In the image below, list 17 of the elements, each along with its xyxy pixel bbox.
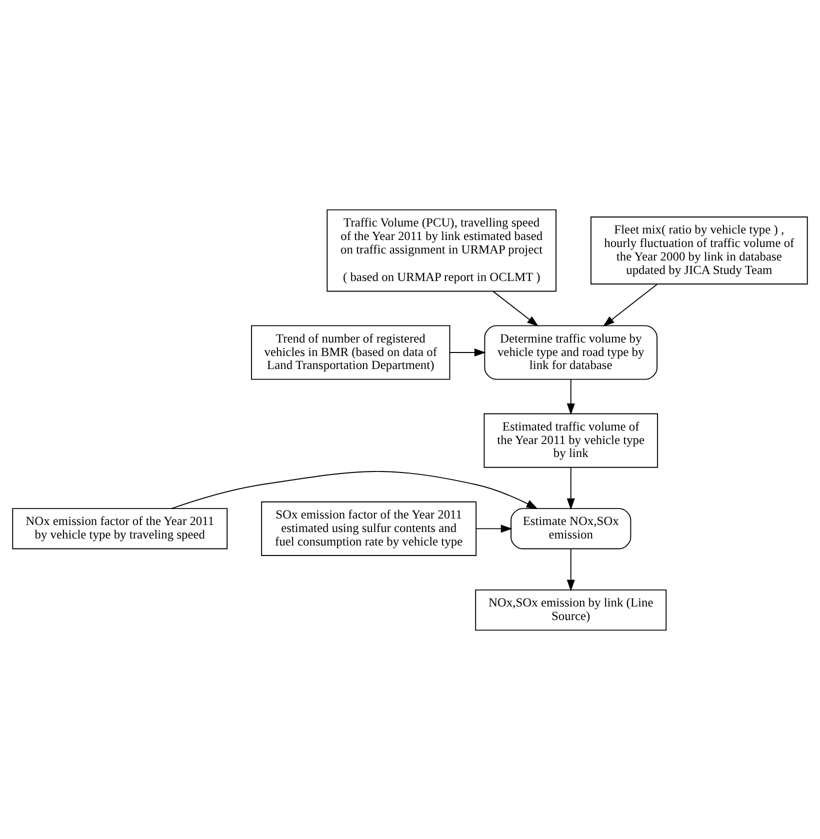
node-box: NOx emission factor of the Year 2011 by vehicle type by traveling speed xyxy=(12,508,228,549)
arrow xyxy=(566,378,575,414)
arrow xyxy=(476,524,512,532)
node-box: Estimate NOx,SOx emission xyxy=(510,508,632,549)
node-box: Estimated traffic volume of the Year 2011 by vehicle type by link xyxy=(484,412,658,468)
arrow xyxy=(171,470,538,508)
arrow xyxy=(492,290,539,326)
arrow xyxy=(566,466,575,510)
arrow xyxy=(450,348,486,356)
node-box: Trend of number of registered vehicles in BMR (based on data of Land Transportation Department) xyxy=(251,324,450,380)
node-box: Traffic Volume (PCU), travelling speed of the Year 2011 by link estimated based on traffic assignment in URMAP project ( based on URMAP report in OCLMT ) xyxy=(326,208,556,292)
arrow xyxy=(566,548,575,591)
arrow xyxy=(602,283,658,326)
node-box: NOx,SOx emission by link (Line Source) xyxy=(475,588,667,630)
node-box: Fleet mix( ratio by vehicle type ) , hourly fluctuation of traffic volume of the Year 2000 by link in database updated by JICA Study Team xyxy=(590,216,808,284)
node-box: Determine traffic volume by vehicle type and road type by link for database xyxy=(484,324,658,380)
node-box: SOx emission factor of the Year 2011 estimated using sulfur contents and fuel consumption rate by vehicle type xyxy=(261,500,477,556)
